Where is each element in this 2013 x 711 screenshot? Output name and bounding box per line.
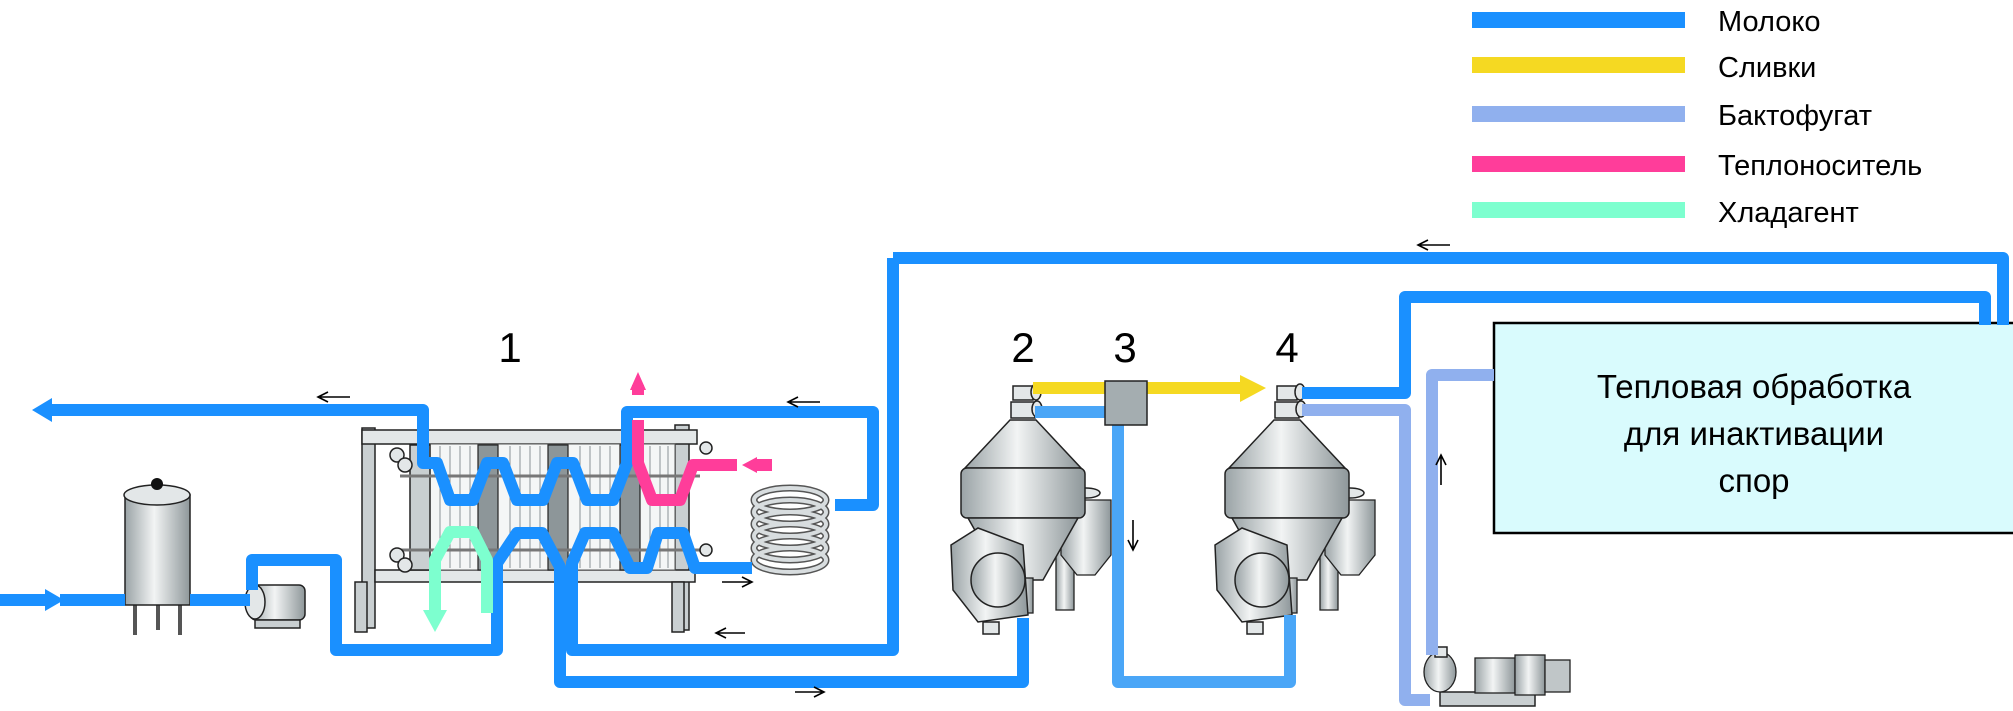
arrow-left-icon: [714, 627, 745, 639]
arrow-left-icon: [786, 396, 820, 408]
arrow-down-icon: [1127, 520, 1139, 552]
milk-return-pipe: [566, 252, 2009, 656]
flow-arrows: [316, 239, 1450, 698]
milk-to-heat-treatment-pipe: [1302, 291, 1991, 399]
cream-arrowhead: [1240, 375, 1266, 402]
arrow-left-icon: [1416, 239, 1450, 251]
cream-pipe: [1033, 375, 1266, 402]
arrow-right-icon: [795, 686, 826, 698]
arrow-right-icon: [722, 576, 754, 588]
box-text-line3: спор: [1718, 462, 1789, 499]
legend-item-coolant: Хладагент: [1472, 197, 1859, 229]
storage-tank: [123, 478, 191, 635]
skim-milk-pipe: [1035, 406, 1296, 688]
spore-inactivation-heat-treatment-box: Тепловая обработка для инактивации спор: [1492, 321, 2013, 535]
bactofugate-pump: [1423, 646, 1571, 707]
unit-label-3: 3: [1113, 324, 1136, 371]
cream-separator-2: [950, 383, 1112, 635]
legend-item-milk: Молоко: [1472, 6, 1821, 38]
milk-pipe-to-separator: [246, 527, 1029, 688]
box-text-line1: Тепловая обработка: [1597, 368, 1912, 405]
milk-pipes: [0, 252, 2009, 688]
box-text-line2: для инактивации: [1624, 415, 1884, 452]
standardization-unit-3: [1104, 380, 1148, 426]
milk-outlet-pipe: [50, 404, 879, 511]
legend-label: Теплоноситель: [1718, 150, 1922, 182]
milk-outlet-arrowhead: [32, 398, 52, 422]
bactofuge-separator-4: [1214, 383, 1376, 635]
legend-item-heating-medium: Теплоноситель: [1472, 150, 1922, 182]
bactofugate-pipe: [1302, 369, 1494, 706]
arrow-left-icon: [316, 391, 350, 403]
feed-pump: [244, 584, 306, 629]
legend-label: Молоко: [1718, 6, 1821, 38]
unit-label-1: 1: [498, 324, 521, 371]
unit-label-2: 2: [1011, 324, 1034, 371]
legend-item-bactofugate: Бактофугат: [1472, 100, 1872, 132]
legend-label: Сливки: [1718, 52, 1816, 84]
arrow-up-icon: [1435, 453, 1447, 485]
legend-item-cream: Сливки: [1472, 52, 1816, 84]
heating-medium-pipe: [630, 372, 772, 506]
legend-label: Бактофугат: [1718, 100, 1872, 132]
milk-inlet-arrowhead: [45, 589, 64, 611]
coolant-pipe: [423, 526, 493, 632]
unit-label-4: 4: [1275, 324, 1298, 371]
legend-label: Хладагент: [1718, 197, 1859, 229]
legend: Молоко Сливки Бактофугат Теплоноситель Х…: [1472, 6, 1922, 229]
